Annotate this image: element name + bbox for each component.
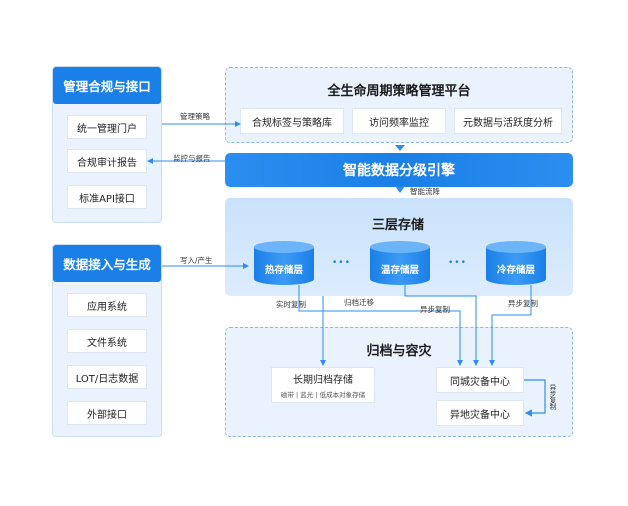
smart-flow-label: 智能流降 [410,187,440,196]
async-copy-line-2 [489,285,532,366]
local-dr-center: 同城灾备中心 [436,367,524,393]
warm-storage-label: 温存储层 [380,265,419,276]
compliance-panel-title: 管理合规与接口 [53,67,161,104]
audit-report-item: 合规审计报告 [67,149,147,173]
async-copy-label-2: 异步复制 [508,299,538,308]
external-interface-item: 外部接口 [67,401,147,425]
long-term-archive-box: 长期归档存储 磁带 | 蓝光 | 低成本对象存储 [271,367,375,403]
data-ingest-panel-title: 数据接入与生成 [53,245,161,282]
grading-engine-bar: 智能数据分级引擎 [225,153,573,187]
async-copy-label-1: 异步复制 [420,305,450,314]
metadata-activity-module: 元数据与活跃度分析 [454,108,562,134]
async-copy-label-3: 异步复制 [548,384,556,410]
app-system-item: 应用系统 [67,293,147,317]
data-ingest-panel: 数据接入与生成 应用系统 文件系统 LOT/日志数据 外部接口 [52,244,162,437]
hot-storage-cylinder [254,241,314,285]
compliance-panel: 管理合规与接口 统一管理门户 合规审计报告 标准API接口 [52,66,162,223]
long-term-archive-sub: 磁带 | 蓝光 | 低成本对象存储 [280,391,366,399]
realtime-copy-line [298,285,463,366]
write-produce-label: 写入/产生 [180,256,213,265]
cold-storage-label: 冷存储层 [496,265,535,276]
cold-storage-cylinder [486,241,546,285]
policy-platform-title: 全生命周期策略管理平台 [327,84,471,99]
tier-dots-1: ••• [332,258,351,268]
async-copy-line-1 [404,285,479,366]
unified-portal-item: 统一管理门户 [67,115,147,139]
long-term-archive-title: 长期归档存储 [293,375,353,386]
async-copy-line-3 [524,379,546,417]
access-frequency-module: 访问频率监控 [352,108,446,134]
monitor-report-label: 监控与报告 [173,154,211,163]
storage-title: 三层存储 [371,218,424,233]
policy-platform-panel: 全生命周期策略管理平台 合规标签与策略库 访问频率监控 元数据与活跃度分析 [225,67,573,143]
archive-title: 归档与容灾 [366,344,432,359]
api-interface-item: 标准API接口 [67,185,147,209]
warm-storage-cylinder [370,241,430,285]
mgmt-policy-label: 管理策略 [180,112,210,121]
platform-down-arrow [395,145,405,151]
log-data-item: LOT/日志数据 [67,365,147,389]
engine-down-arrow [395,186,405,193]
hot-storage-label: 热存储层 [264,265,303,276]
archive-migrate-label: 归档迁移 [344,298,374,307]
remote-dr-center: 异地灾备中心 [436,400,524,426]
tier-dots-2: ••• [448,258,467,268]
file-system-item: 文件系统 [67,329,147,353]
realtime-copy-label: 实时复制 [276,300,306,309]
compliance-tag-module: 合规标签与策略库 [240,108,344,134]
